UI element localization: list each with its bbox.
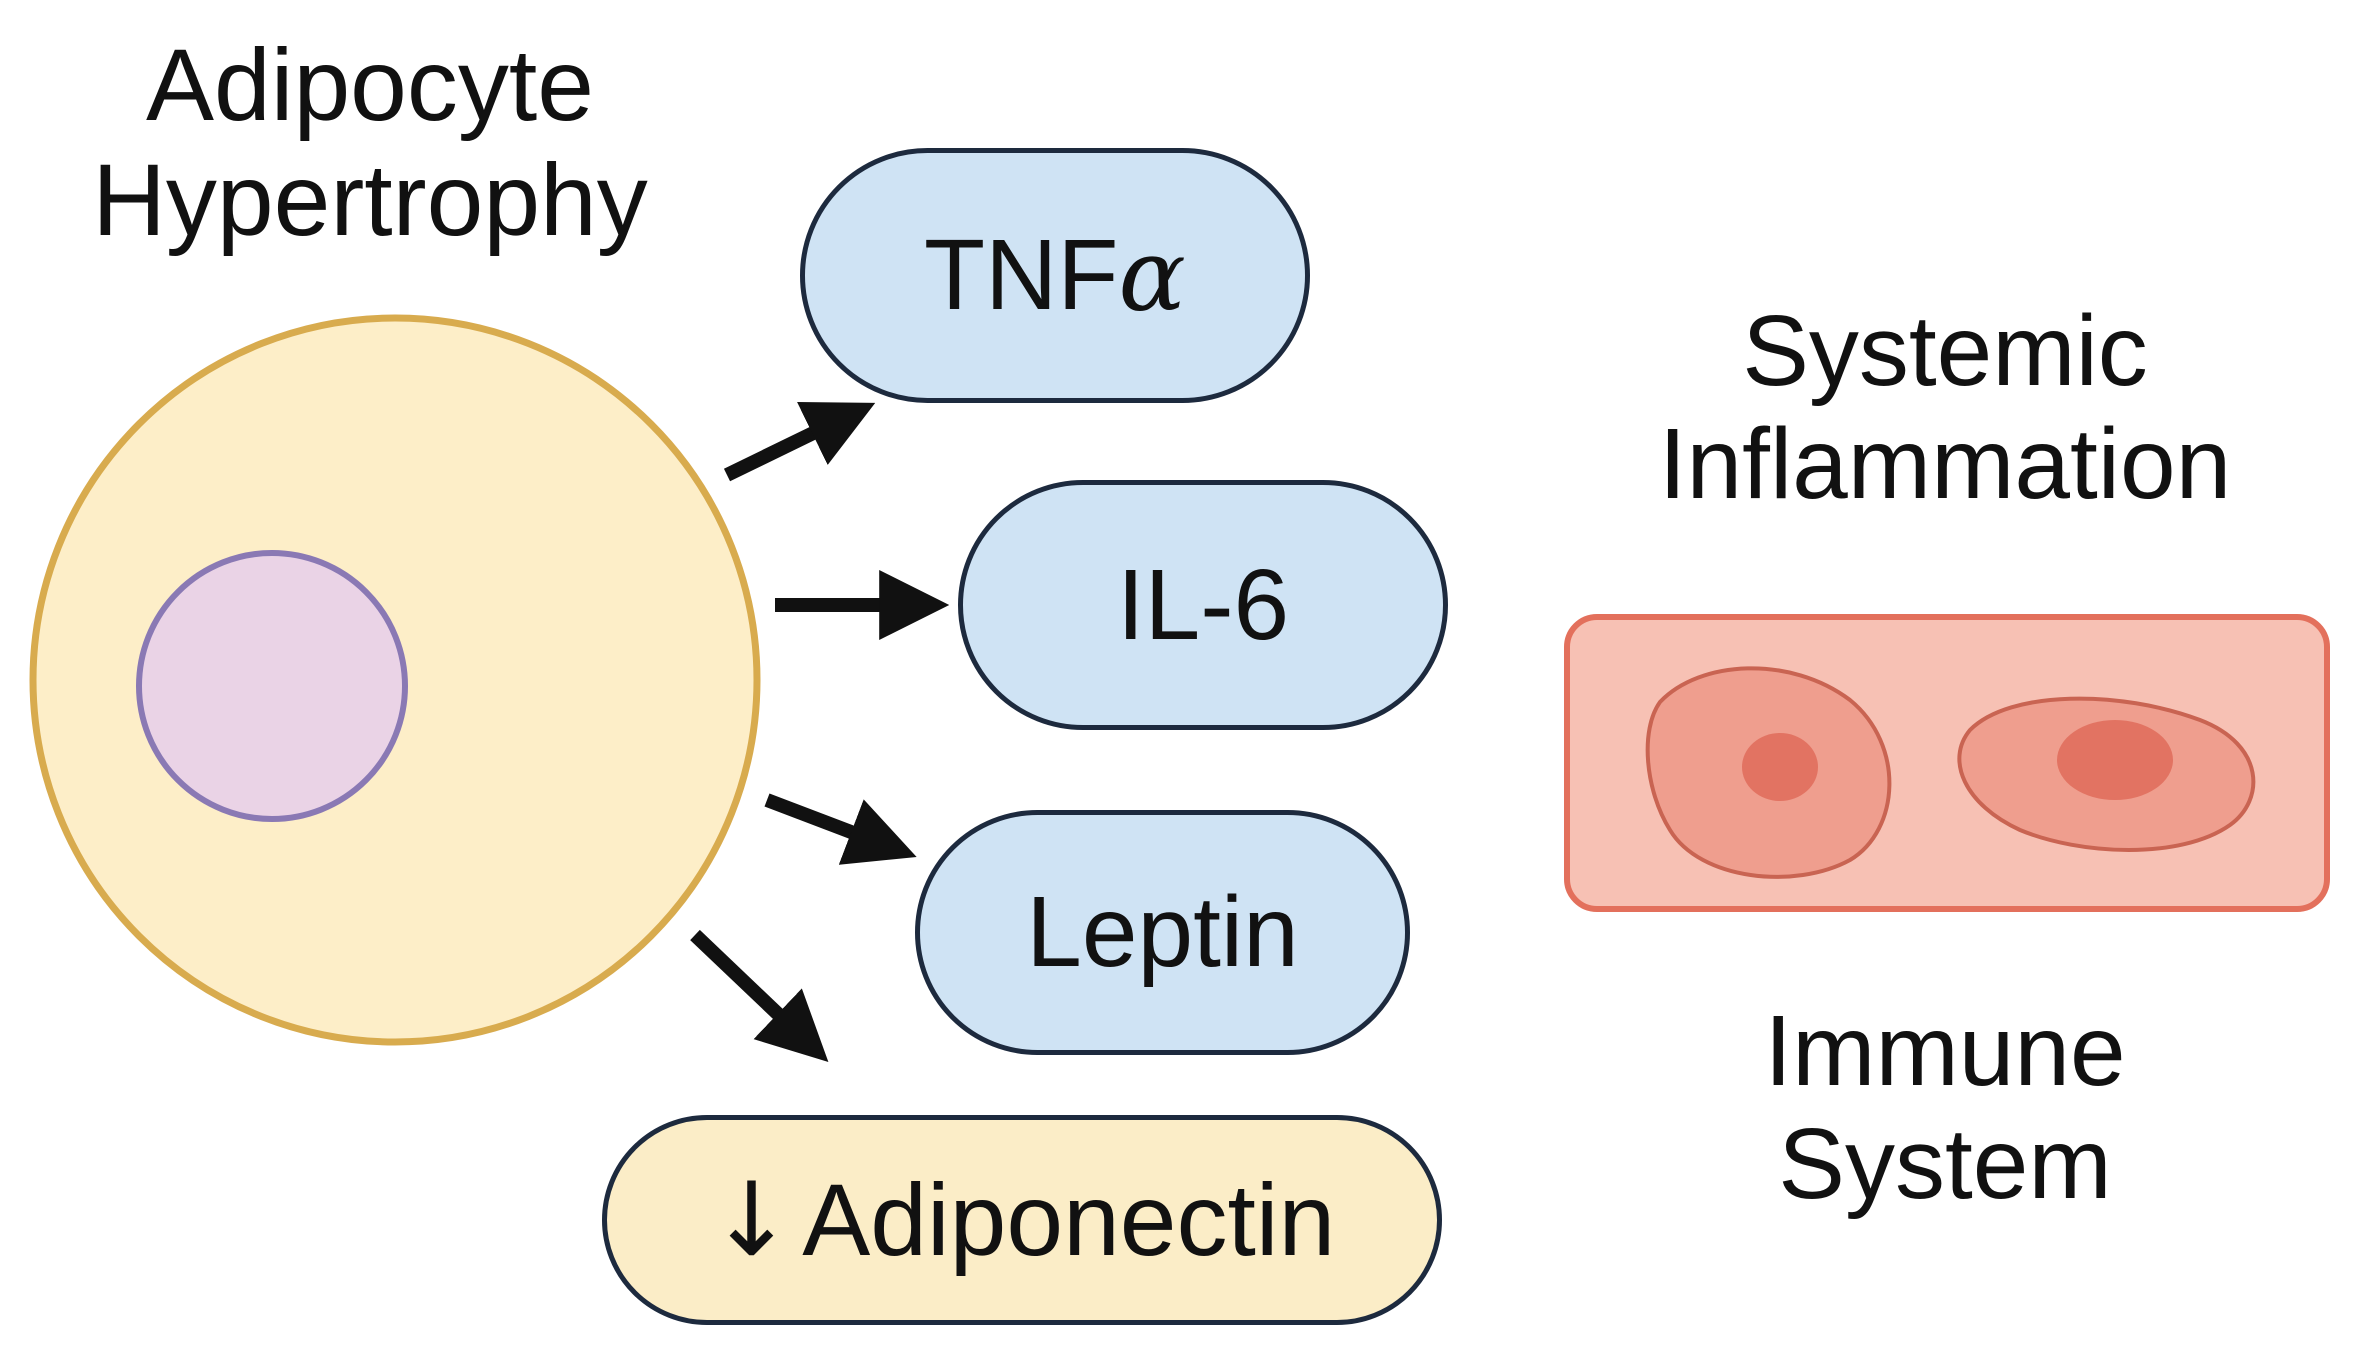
arrow-icon-to-tnf	[723, 402, 876, 482]
systemic-title-line1: Systemic	[1742, 295, 2148, 407]
il6-text: IL-6	[1116, 548, 1290, 661]
adipocyte-hypertrophy-title: Adipocyte Hypertrophy	[20, 28, 720, 259]
nucleus-icon	[136, 550, 408, 822]
systemic-inflammation-title: Systemic Inflammation	[1570, 295, 2320, 521]
down-arrow-icon: ↓	[708, 1160, 795, 1280]
immune-cells-panel	[1564, 614, 2330, 912]
adipocyte-cell-icon	[29, 314, 761, 1046]
adipocyte-title-line2: Hypertrophy	[92, 143, 648, 258]
alpha-symbol: α	[1118, 217, 1186, 334]
systemic-title-line2: Inflammation	[1658, 408, 2232, 520]
leptin-text: Leptin	[1026, 876, 1299, 988]
leptin-label: Leptin	[915, 810, 1410, 1055]
immune-title-line2: System	[1778, 1108, 2112, 1220]
immune-title-line1: Immune	[1764, 995, 2126, 1107]
immune-cell-icon-round	[1645, 666, 1892, 879]
il6-label: IL-6	[958, 480, 1448, 730]
adiponectin-label: ↓Adiponectin	[602, 1115, 1442, 1325]
adiponectin-text: Adiponectin	[802, 1162, 1336, 1277]
arrow-icon-to-adiponectin	[690, 929, 829, 1063]
arrow-icon-to-leptin	[764, 793, 917, 865]
immune-system-title: Immune System	[1570, 995, 2320, 1221]
immune-cell-icon-elongated	[1957, 696, 2256, 852]
tnf-prefix: TNF	[924, 219, 1119, 331]
adipocyte-title-line1: Adipocyte	[146, 28, 594, 142]
